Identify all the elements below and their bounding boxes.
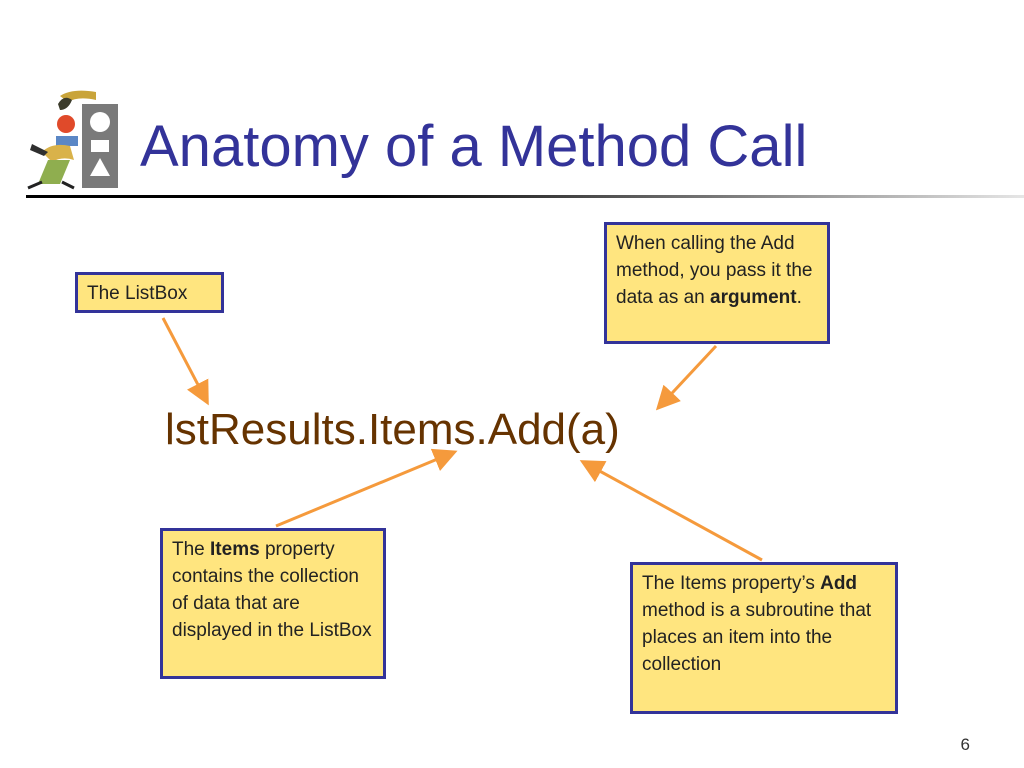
code-line: lstResults.Items.Add(a) [165,405,620,454]
callout-items-bold: Items [210,539,260,560]
callout-add-end: method is a subroutine that places an it… [642,600,872,675]
callout-add: The Items property’s Add method is a sub… [630,562,898,714]
callout-items-text: The [172,539,211,560]
callout-add-text: The Items property’s [642,573,821,594]
callout-items: The Items property contains the collecti… [160,528,386,679]
title-divider [26,195,1024,198]
callout-items-end: property contains the collection of data… [172,539,372,641]
callout-argument-end: . [796,287,802,308]
slide-number: 6 [960,735,970,754]
arrow-items [275,448,458,528]
callout-argument: When calling the Add method, you pass it… [604,222,830,344]
callout-argument-bold: argument [710,287,797,308]
callout-listbox-text: The ListBox [87,283,188,304]
slide-title: Anatomy of a Method Call [140,114,808,179]
figures-logo-icon [22,86,122,190]
arrow-argument [655,344,718,411]
callout-listbox: The ListBox [75,272,224,313]
callout-add-bold: Add [820,573,858,594]
arrow-listbox [161,317,209,406]
callout-argument-text: When calling the Add method, you pass it… [616,233,813,308]
arrow-add [579,460,763,562]
